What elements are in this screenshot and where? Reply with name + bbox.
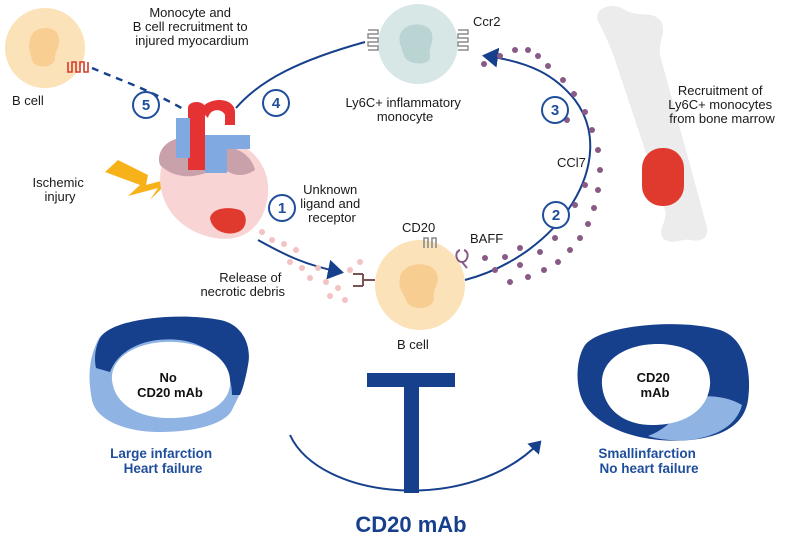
unknown-ligand-label: Unknown ligand and receptor — [300, 182, 364, 225]
bone-marrow-label: Recruitment of Ly6C+ monocytes from bone… — [668, 83, 776, 126]
b-cell-bottom — [353, 237, 469, 330]
small-infarction-label: Smallinfarction No heart failure — [598, 446, 699, 476]
step-3: 3 — [541, 96, 569, 124]
ccl7-dot — [595, 147, 601, 153]
debris-dot — [357, 259, 363, 265]
debris-dot — [259, 229, 265, 235]
debris-dot — [287, 259, 293, 265]
ccl7-dot — [555, 259, 561, 265]
lightning-icon — [105, 160, 172, 200]
ccl7-dot — [517, 245, 523, 251]
debris-dot — [315, 265, 321, 271]
ly6c-monocyte-label: Ly6C+ inflammatory monocyte — [345, 95, 464, 124]
svg-text:3: 3 — [551, 102, 559, 119]
ccl7-label: CCl7 — [557, 155, 586, 170]
ccl7-dot — [595, 187, 601, 193]
ccl7-dot — [582, 109, 588, 115]
large-infarction-label: Large infarction Heart failure — [110, 446, 216, 476]
b-cell-top-label: B cell — [12, 93, 44, 108]
cd20-mab-heart-label: CD20 mAb — [637, 370, 674, 400]
ischemic-label: Ischemic injury — [33, 175, 88, 204]
necrotic-debris-dots — [259, 229, 363, 303]
ccl7-dot — [572, 202, 578, 208]
cd20-label: CD20 — [402, 220, 435, 235]
arrow-monocyte-to-heart — [235, 41, 366, 109]
b-cell-top — [5, 8, 89, 88]
svg-text:1: 1 — [278, 200, 286, 217]
ccl7-dot — [541, 267, 547, 273]
debris-dot — [327, 293, 333, 299]
ccl7-dots — [481, 47, 603, 285]
receptor-icon — [353, 273, 375, 287]
ccl7-dot — [525, 47, 531, 53]
ccl7-dot — [535, 53, 541, 59]
step-5: 5 — [132, 91, 160, 119]
cd20-mab-label: CD20 mAb — [355, 512, 466, 537]
ccl7-dot — [567, 247, 573, 253]
ccl7-dot — [492, 267, 498, 273]
no-cd20-label: No CD20 mAb — [137, 370, 203, 400]
debris-dot — [269, 237, 275, 243]
ccl7-dot — [502, 254, 508, 260]
ccl7-dot — [585, 221, 591, 227]
ccl7-dot — [517, 262, 523, 268]
baff-label: BAFF — [470, 231, 503, 246]
small-infarction-heart — [577, 324, 750, 441]
debris-dot — [307, 275, 313, 281]
b-cell-receptor-icon — [67, 61, 89, 73]
ccl7-dot — [507, 279, 513, 285]
arrow-bcell-to-monocyte — [464, 47, 592, 281]
baff-icon — [455, 249, 469, 269]
ccr2-receptor-icon — [367, 29, 469, 51]
debris-dot — [323, 279, 329, 285]
ccl7-dot — [537, 249, 543, 255]
ccl7-dot — [525, 274, 531, 280]
step-4: 4 — [262, 89, 290, 117]
debris-dot — [347, 267, 353, 273]
arrow-treatment — [289, 434, 542, 492]
ccl7-dot — [512, 47, 518, 53]
svg-text:4: 4 — [272, 95, 281, 112]
ccl7-dot — [577, 235, 583, 241]
debris-dot — [335, 285, 341, 291]
svg-text:5: 5 — [142, 97, 150, 114]
recruitment-injured-label: Monocyte and B cell recruitment to injur… — [133, 5, 252, 48]
ccl7-dot — [597, 167, 603, 173]
svg-text:2: 2 — [552, 207, 560, 224]
bone-marrow-cell — [642, 148, 684, 206]
ly6c-monocyte — [367, 4, 469, 84]
bone-marrow — [597, 5, 708, 242]
heart-icon — [159, 100, 269, 239]
step-2: 2 — [542, 201, 570, 229]
ccl7-dot — [497, 53, 503, 59]
step-1: 1 — [268, 194, 296, 222]
ccl7-dot — [482, 255, 488, 261]
large-infarction-heart — [89, 316, 249, 432]
ccr2-label: Ccr2 — [473, 14, 500, 29]
inhibition-icon — [367, 373, 455, 493]
ccl7-dot — [582, 182, 588, 188]
ccl7-dot — [591, 205, 597, 211]
ccl7-dot — [481, 61, 487, 67]
arrow-heart-to-bcell — [257, 239, 344, 280]
debris-dot — [293, 247, 299, 253]
ccl7-dot — [545, 63, 551, 69]
ccl7-dot — [552, 235, 558, 241]
ccl7-dot — [589, 127, 595, 133]
debris-dot — [342, 297, 348, 303]
necrotic-label: Release of necrotic debris — [200, 270, 285, 299]
ccl7-dot — [571, 91, 577, 97]
debris-dot — [299, 265, 305, 271]
b-cell-bottom-label: B cell — [397, 337, 429, 352]
debris-dot — [281, 241, 287, 247]
ccl7-dot — [560, 77, 566, 83]
cd20-receptor-icon — [423, 237, 437, 248]
